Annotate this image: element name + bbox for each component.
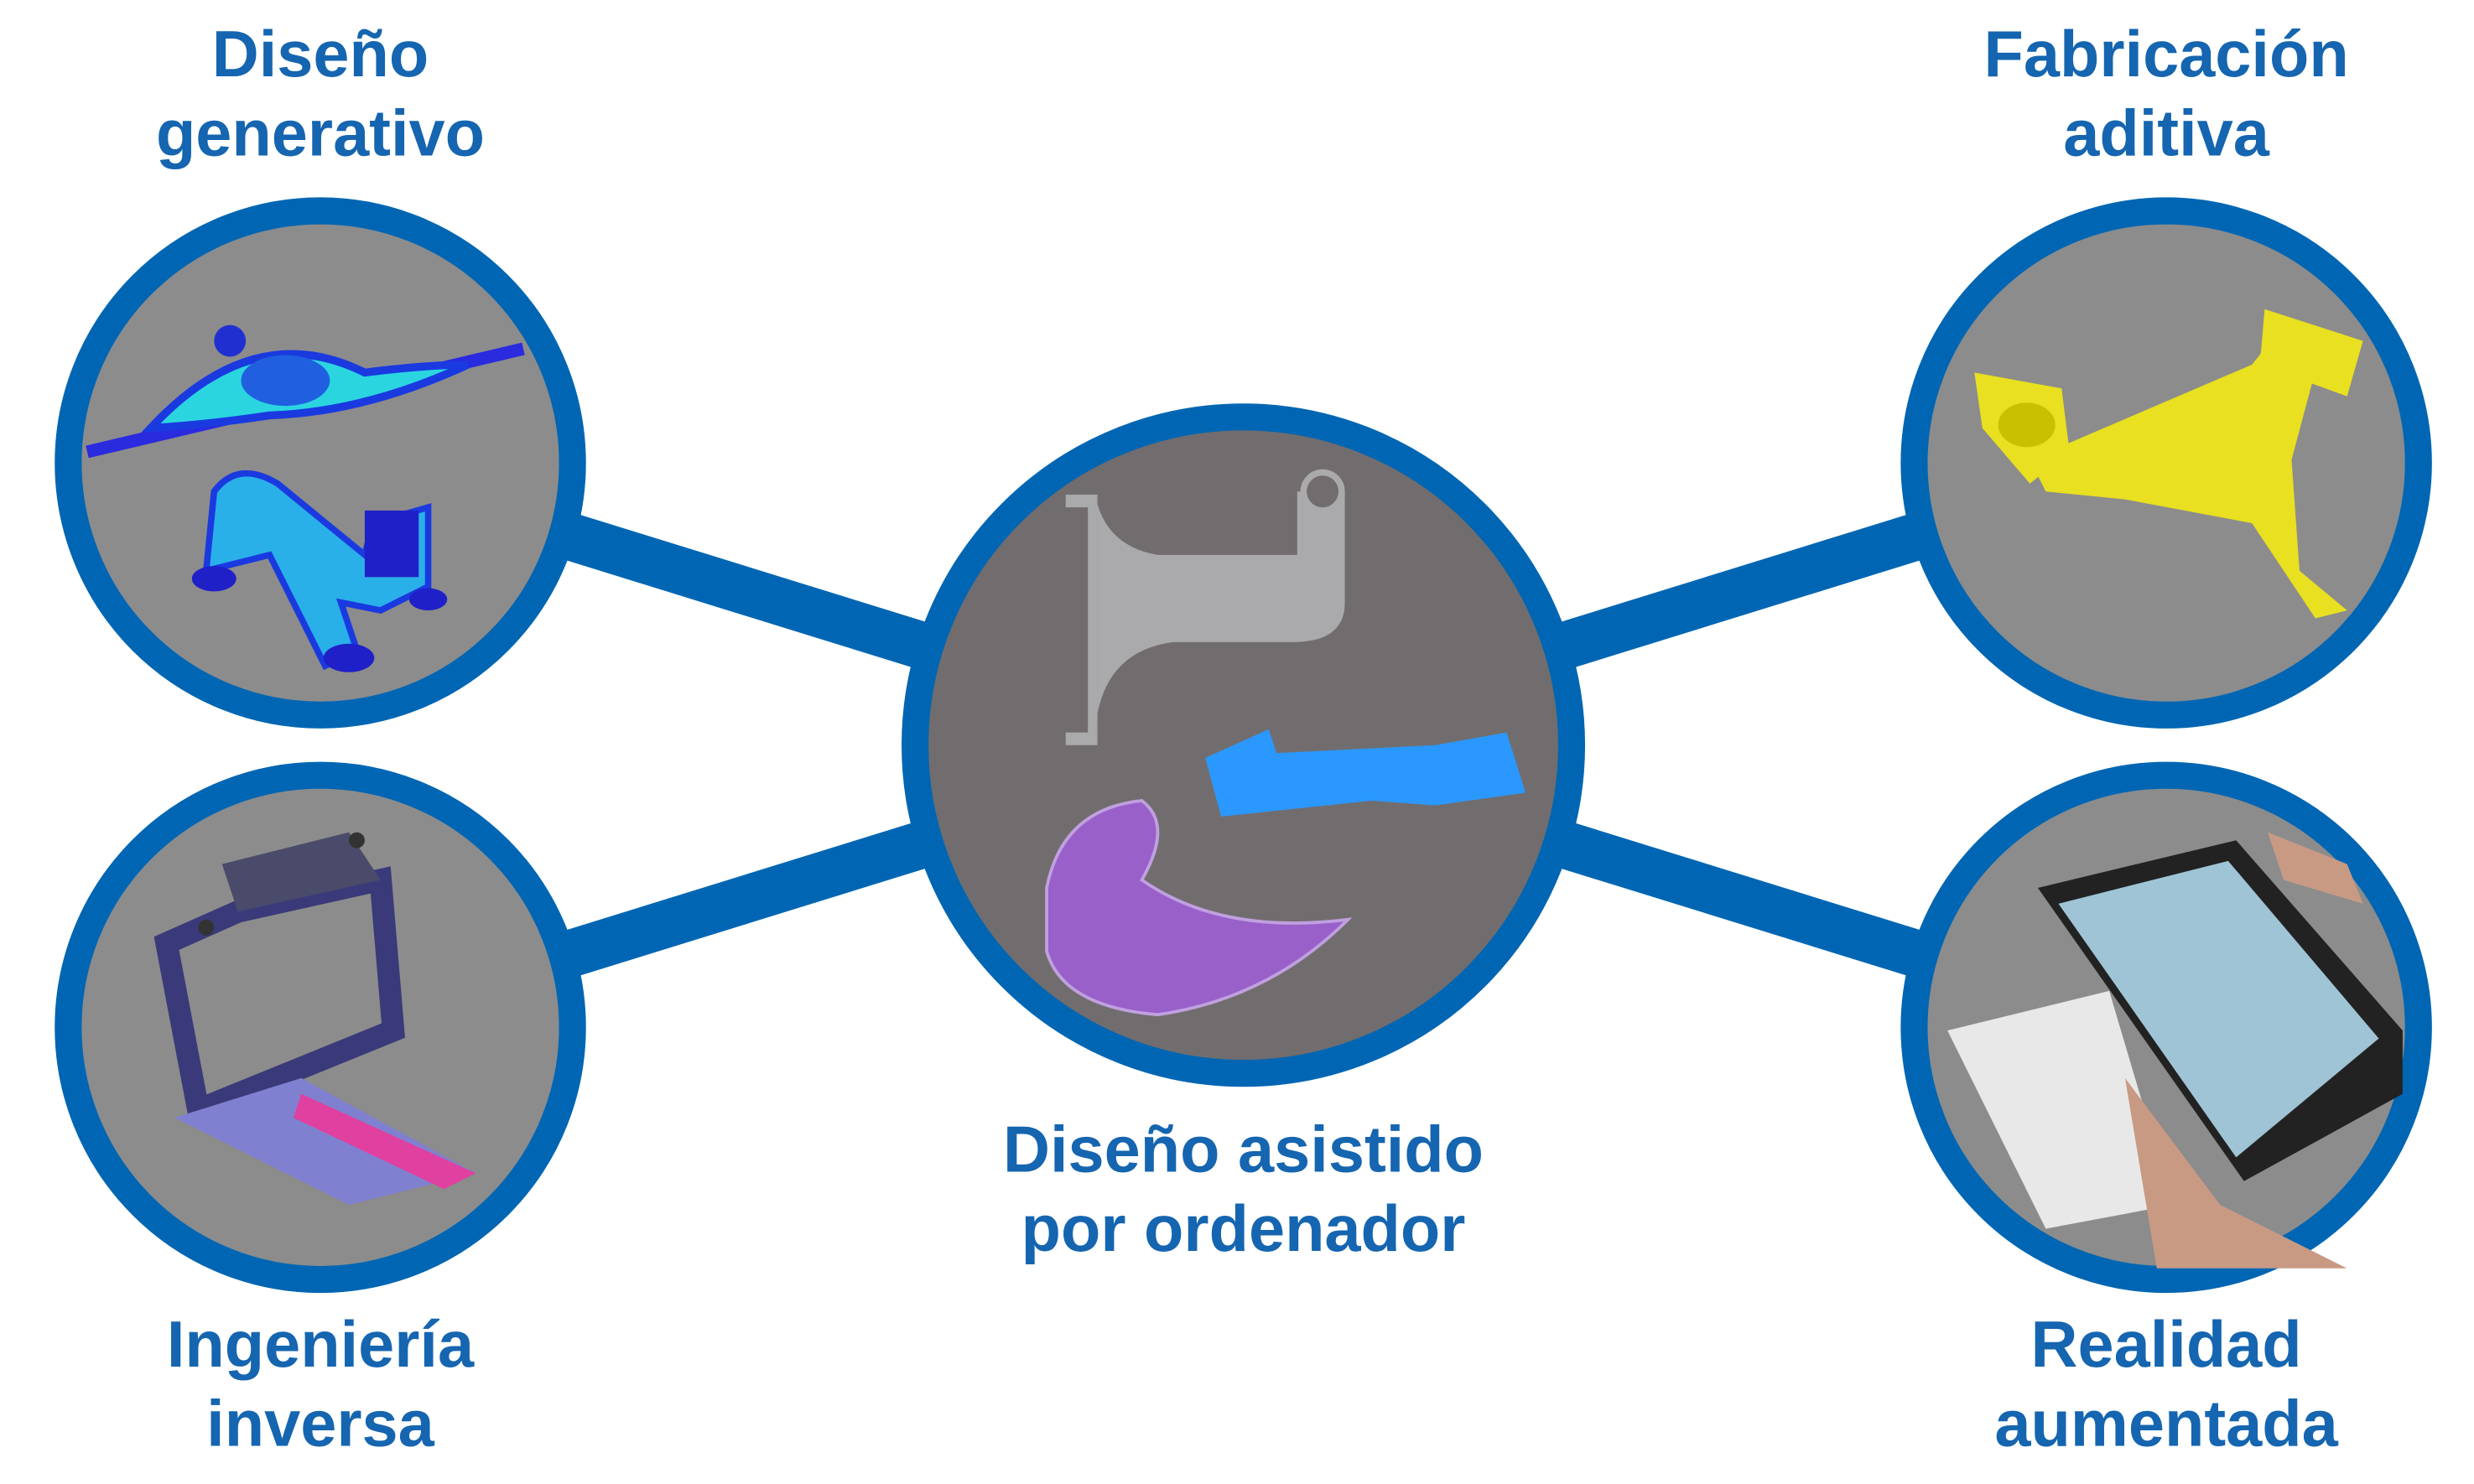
label-line: Realidad — [2030, 1308, 2302, 1382]
label-line: aumentada — [1994, 1387, 2338, 1461]
label-line: Diseño — [211, 17, 429, 91]
ar-phone-image — [1947, 832, 2403, 1269]
label-line: generativo — [155, 96, 486, 170]
cad-bracket-image — [1065, 469, 1345, 745]
circle-reverse-engineering — [55, 761, 586, 1294]
label-line: Diseño asistido — [1003, 1113, 1484, 1186]
additive-part-image — [1974, 309, 2363, 619]
label-augmented-reality: Realidad aumentada — [1833, 1305, 2474, 1463]
circle-augmented-reality — [1900, 761, 2432, 1294]
cad-dental-mesh-image — [1045, 798, 1353, 1017]
label-line: Ingeniería — [166, 1308, 475, 1382]
reverse-scan-image — [153, 832, 476, 1206]
label-line: por ordenador — [1021, 1192, 1466, 1266]
generative-part-image — [86, 324, 525, 672]
cad-blue-part-image — [1205, 729, 1526, 817]
circle-cad — [902, 403, 1586, 1087]
label-line: aditiva — [2063, 96, 2269, 170]
label-reverse-engineering: Ingeniería inversa — [0, 1305, 653, 1463]
label-line: inversa — [206, 1387, 434, 1461]
label-line: Fabricación — [1983, 17, 2349, 91]
label-generative-design: Diseño generativo — [0, 14, 653, 173]
circle-generative-design — [55, 197, 586, 729]
label-additive-manufacturing: Fabricación aditiva — [1833, 14, 2474, 173]
label-cad: Diseño asistido por ordenador — [910, 1110, 1576, 1269]
circle-additive-manufacturing — [1900, 197, 2432, 729]
